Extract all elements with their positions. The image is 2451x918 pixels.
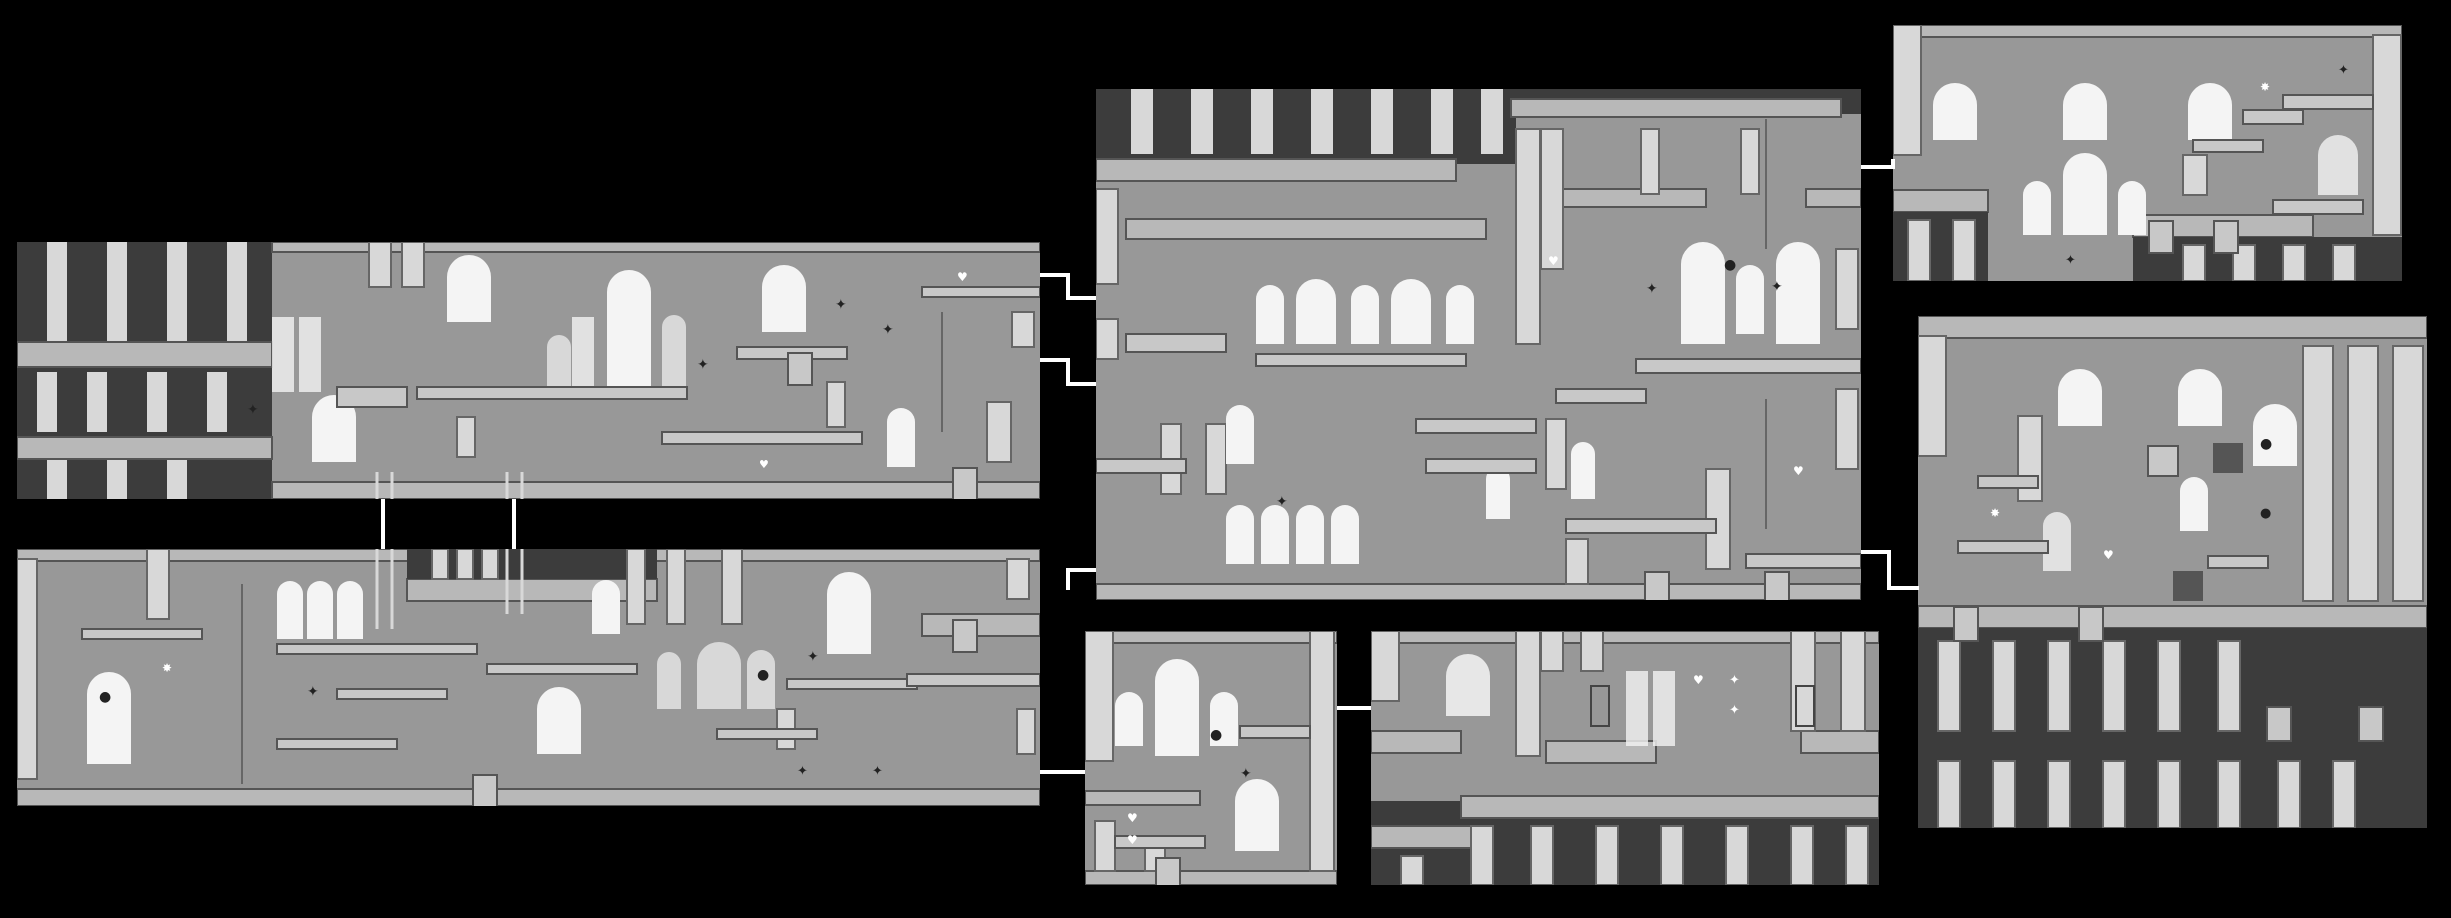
banner-icon: [1155, 857, 1181, 885]
bat-icon: ✦: [247, 402, 259, 418]
sparkle-icon: ✸: [1990, 506, 2001, 520]
bat-icon: ✦: [307, 684, 319, 700]
bat-icon: ✦: [2338, 63, 2349, 78]
apple-icon: ●: [2260, 506, 2272, 521]
room-7-tiles: [1371, 631, 1879, 885]
banner-icon: [1764, 571, 1790, 600]
bat-icon: ✦: [1646, 281, 1658, 297]
room-central-hall: ♥ ♥ ● ✦ ✦ ✦: [1096, 89, 1861, 600]
room-right-tower: ● ● ♥ ✸: [1918, 316, 2427, 828]
room-5-tiles: [1918, 316, 2427, 828]
banner-icon: [952, 619, 978, 653]
room-2-tiles: [17, 549, 1040, 806]
bat-icon: ✦: [1276, 494, 1288, 510]
heart-icon: ♥: [1793, 464, 1804, 478]
ladder-connector: [512, 499, 516, 549]
heart-icon: ♥: [2103, 548, 2114, 562]
bat-icon: ✦: [697, 357, 709, 373]
heart-icon: ♥: [759, 458, 769, 471]
connector-lines-bottom: [1040, 706, 1371, 774]
ladder-connector: [381, 499, 385, 549]
banner-icon: [2213, 220, 2239, 254]
bat-icon: ✦: [1771, 279, 1783, 295]
room-4-tiles: [1893, 25, 2402, 281]
room-6-tiles: [1085, 631, 1337, 885]
banner-icon: [787, 352, 813, 386]
banner-icon: [472, 774, 498, 806]
banner-icon: [2078, 606, 2104, 642]
apple-icon: ●: [2260, 436, 2273, 452]
connector-lines-left: [1040, 273, 1096, 590]
sparkle-icon: ✸: [2260, 80, 2271, 94]
heart-icon: ♥: [1548, 254, 1559, 268]
heart-icon: ♥: [1693, 673, 1704, 687]
bat-icon: ✦: [1729, 703, 1740, 718]
banner-icon: [952, 467, 978, 499]
bat-icon: ✦: [872, 764, 883, 779]
bat-icon: ✦: [835, 297, 847, 313]
sparkle-icon: ✸: [162, 661, 173, 675]
apple-icon: ●: [1210, 727, 1223, 743]
room-small-bottom: ♥ ♥ ● ✦: [1085, 631, 1337, 885]
apple-icon: ●: [99, 689, 112, 705]
bat-icon: ✦: [1240, 766, 1252, 782]
room-top-right: ✸ ✦ ✦: [1893, 25, 2402, 281]
room-1-tiles: [17, 242, 1040, 499]
room-3-tiles: [1096, 89, 1861, 600]
bat-icon: ✦: [882, 322, 894, 338]
apple-icon: ●: [1724, 257, 1737, 273]
banner-icon: [2266, 706, 2292, 742]
room-bottom-middle: ♥ ✦ ✦: [1371, 631, 1879, 885]
heart-icon: ♥: [957, 270, 968, 284]
heart-icon: ♥: [1127, 811, 1138, 825]
heart-icon: ♥: [1127, 833, 1138, 847]
bat-icon: ✦: [807, 649, 819, 665]
room-upper-left-hall: ♥ ♥ ✦ ✦ ✦ ✦: [17, 242, 1040, 499]
room-lower-left-hall: ● ● ✸ ✦ ✦ ✦ ✦: [17, 549, 1040, 806]
banner-icon: [1953, 606, 1979, 642]
banner-icon: [2148, 220, 2174, 254]
bat-icon: ✦: [1729, 673, 1740, 688]
bat-icon: ✦: [2065, 253, 2076, 268]
apple-icon: ●: [757, 667, 770, 683]
banner-icon: [1644, 571, 1670, 600]
connector-lines-right: [1861, 159, 1919, 590]
banner-icon: [2358, 706, 2384, 742]
bat-icon: ✦: [797, 764, 808, 779]
